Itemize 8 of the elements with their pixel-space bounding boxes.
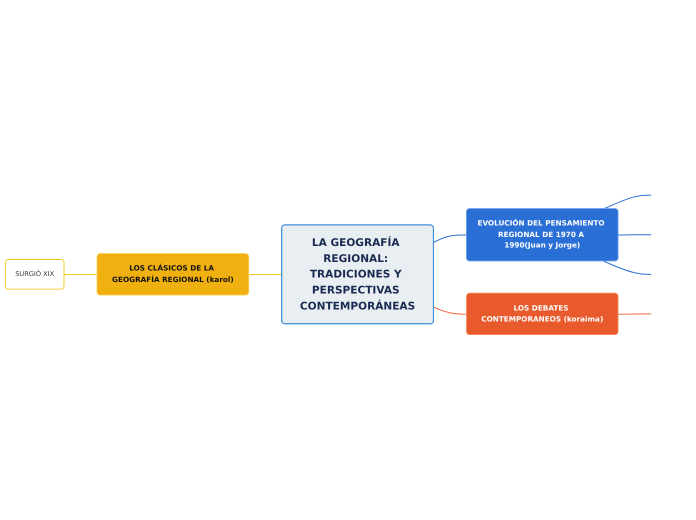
connector (64, 274, 98, 276)
connector (433, 234, 468, 243)
connector (248, 274, 283, 276)
connector (618, 313, 652, 315)
connector (618, 234, 652, 236)
connector (603, 194, 652, 210)
connector (433, 306, 468, 315)
connector (603, 260, 652, 275)
